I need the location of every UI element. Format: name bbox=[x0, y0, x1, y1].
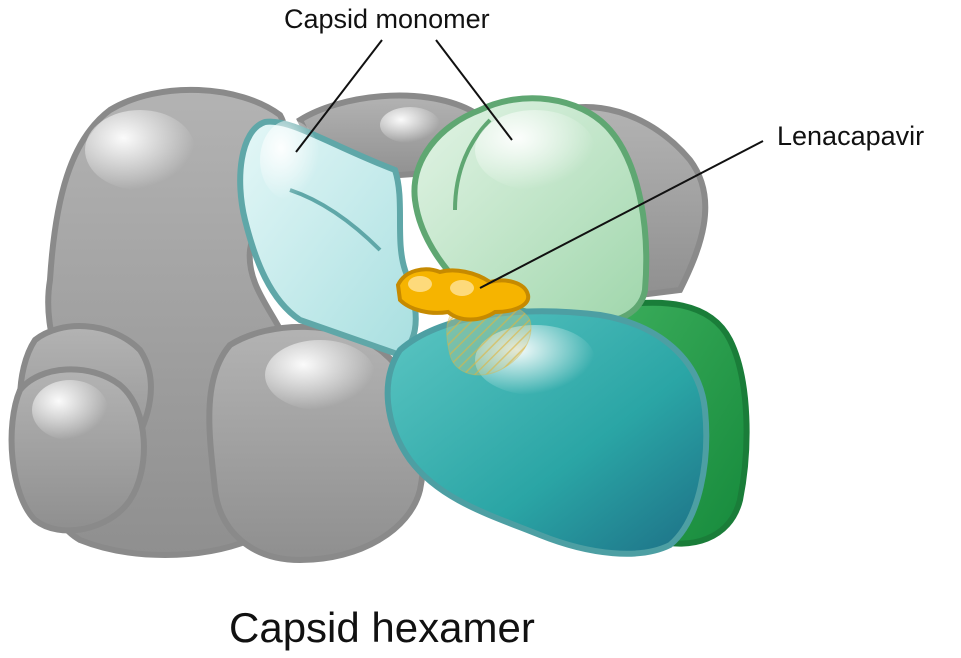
gray-highlight bbox=[85, 110, 195, 190]
drug-highlight bbox=[450, 280, 474, 296]
capsid-monomer-label: Capsid monomer bbox=[284, 4, 490, 35]
gray-highlight bbox=[32, 380, 108, 440]
capsid-hexamer-title: Capsid hexamer bbox=[229, 604, 535, 652]
green-highlight bbox=[475, 110, 595, 190]
drug-highlight bbox=[408, 276, 432, 292]
gray-highlight bbox=[380, 107, 440, 143]
lenacapavir-label: Lenacapavir bbox=[777, 121, 924, 152]
gray-highlight bbox=[265, 340, 375, 410]
